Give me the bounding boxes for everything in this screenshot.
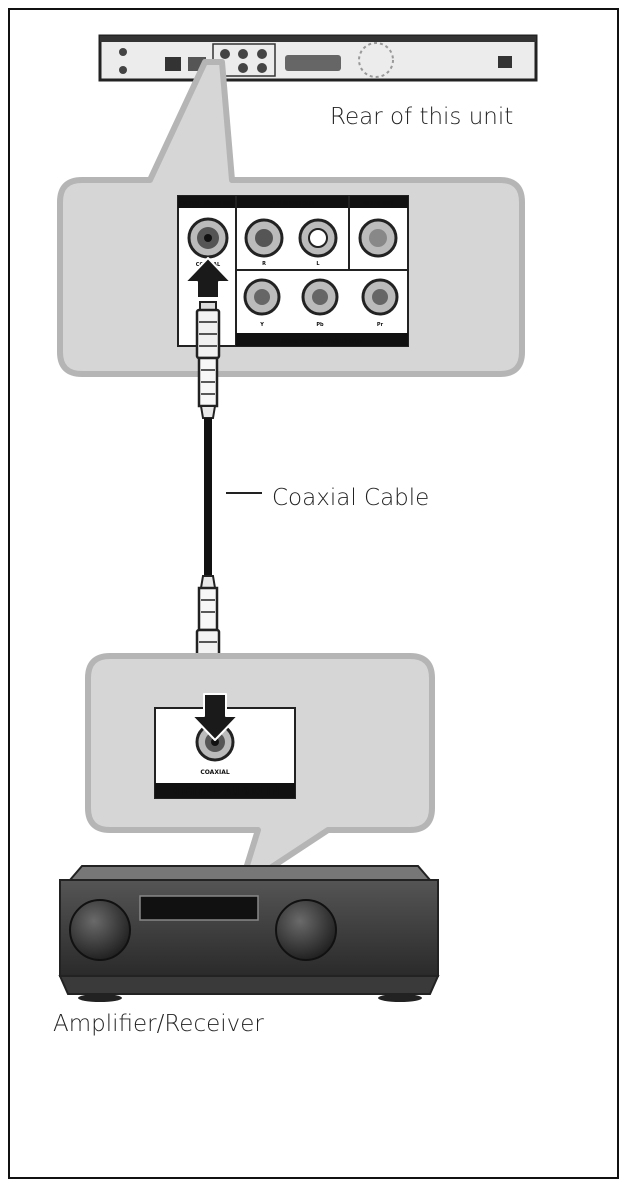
component-pb-jack xyxy=(301,278,339,316)
label-coaxial-in: COAXIAL xyxy=(200,769,229,776)
unit-scart-port xyxy=(285,55,341,71)
arrow-up-icon xyxy=(184,257,232,299)
amp-volume-knob xyxy=(69,899,131,961)
unit-screw-top xyxy=(119,48,127,56)
label-comp-y: Y xyxy=(259,322,264,328)
label-digital-audio-out: DIGITAL AUDIO OUT xyxy=(179,201,235,207)
coaxial-out-jack xyxy=(187,217,229,259)
unit-lan-port xyxy=(165,57,181,71)
amp-selector-knob xyxy=(275,899,337,961)
label-audio-l: L xyxy=(316,261,320,267)
unit-top-edge xyxy=(100,36,536,42)
component-y-jack xyxy=(243,278,281,316)
label-2ch-audio-out: 2CH AUDIO OUT xyxy=(270,201,315,207)
label-comp-pr: Pr xyxy=(377,322,384,328)
label-audio-r: R xyxy=(262,261,266,267)
amp-display xyxy=(139,895,259,921)
unit-fan xyxy=(358,42,394,78)
label-comp-pb: Pb xyxy=(316,322,324,328)
unit-screw-bottom xyxy=(119,66,127,74)
component-pr-jack xyxy=(361,278,399,316)
audio-l-jack xyxy=(298,218,338,258)
coaxial-cable-label: Coaxial Cable xyxy=(272,485,430,511)
cable-plug-top xyxy=(195,301,221,419)
amplifier-receiver xyxy=(58,865,440,1002)
video-out-jack xyxy=(358,218,398,258)
unit-power-inlet xyxy=(498,56,512,68)
dvd-unit-rear xyxy=(98,34,538,82)
audio-r-jack xyxy=(244,218,284,258)
rear-of-unit-label: Rear of this unit xyxy=(330,104,514,130)
label-digital-audio-in: DIGITAL AUDIO IN xyxy=(170,785,279,798)
amp-foot-right xyxy=(378,994,422,1002)
coaxial-cable xyxy=(204,418,212,576)
amplifier-receiver-label: Amplifier/Receiver xyxy=(53,1011,264,1037)
label-component-video-out: COMPONENT VIDEO OUT xyxy=(281,338,364,345)
amp-base xyxy=(58,975,440,995)
label-video-out: VIDEO OUT xyxy=(362,201,394,207)
arrow-down-icon xyxy=(191,693,239,741)
amp-top xyxy=(67,865,433,881)
amp-foot-left xyxy=(78,994,122,1002)
